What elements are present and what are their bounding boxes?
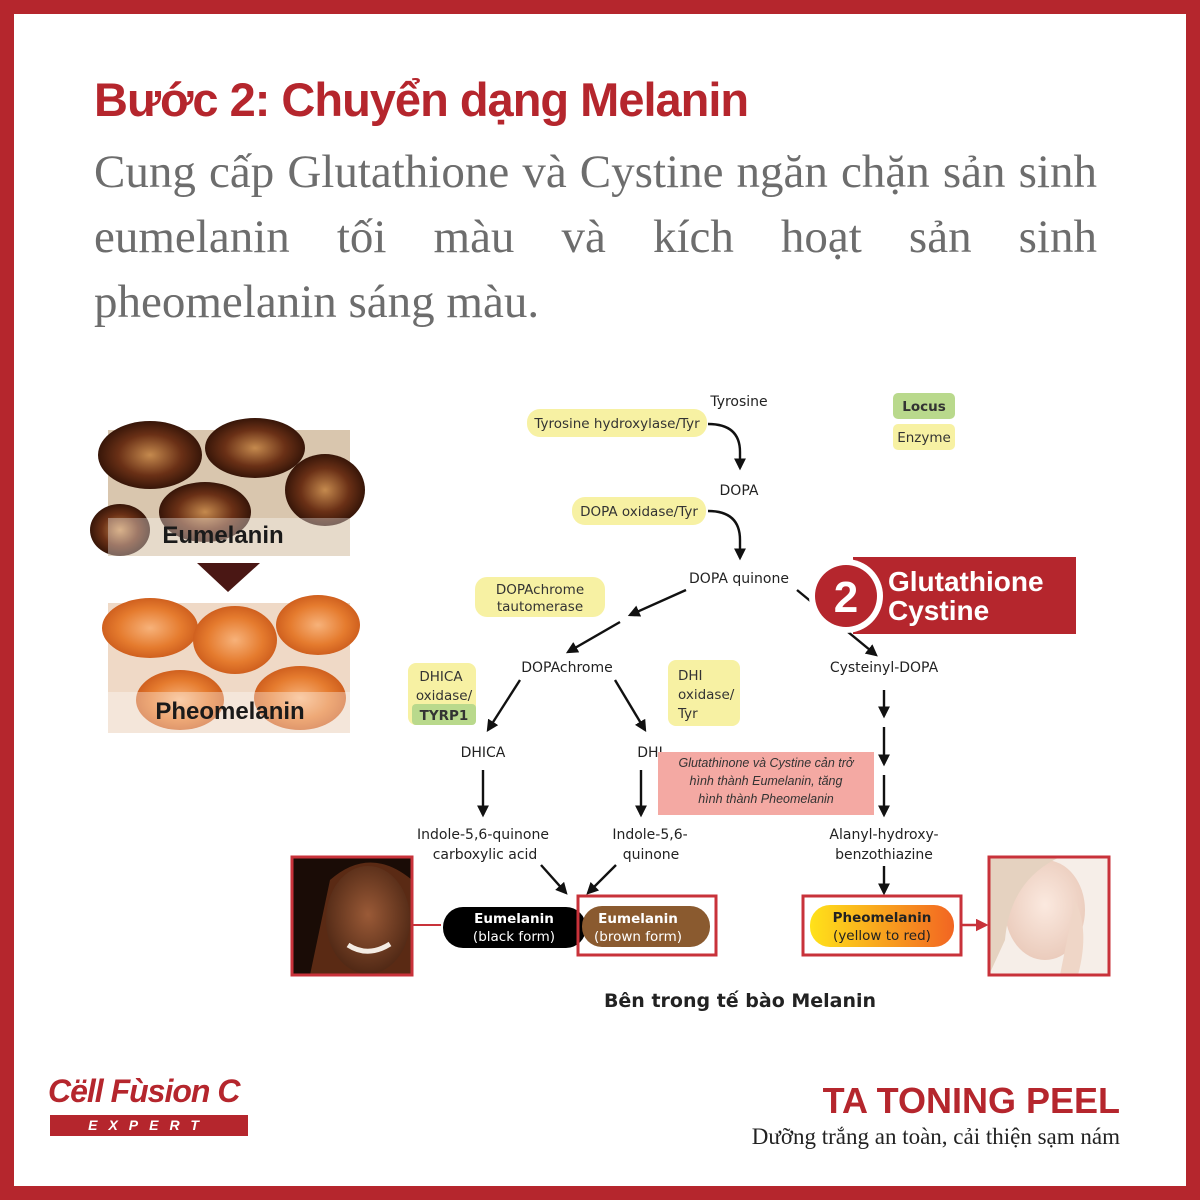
eumelanin-photo-label: Eumelanin — [162, 522, 283, 549]
node-dhica: DHICA — [461, 745, 506, 761]
product-name: TA TONING PEEL — [822, 1080, 1120, 1121]
locus-tyrp1-pill — [412, 704, 476, 725]
brand-logo: Cëll Fùsion C — [48, 1073, 240, 1109]
page-description: Cung cấp Glutathione và Cystine ngăn chặ… — [94, 146, 1097, 328]
enzyme-dopa-oxidase-pill — [572, 497, 706, 525]
node-cysteinyl-dopa: Cysteinyl-DOPA — [830, 660, 939, 676]
enzyme-dhica-oxidase-line2: oxidase/ — [416, 688, 473, 704]
node-tyrosine: Tyrosine — [709, 394, 767, 410]
legend-enzyme-label: Enzyme — [897, 430, 951, 446]
pheomelanin-highlight — [801, 894, 963, 957]
eumelanin-brown-line2: (brown form) — [594, 929, 682, 945]
enzyme-dhi-oxidase-line2: oxidase/ — [678, 687, 735, 703]
arrow-to-dhica — [486, 679, 522, 733]
enzyme-dopachrome-tautomerase-pill — [475, 577, 605, 617]
enzyme-dopachrome-tautomerase-line1: DOPAchrome — [496, 582, 584, 598]
note-line3: hình thành Pheomelanin — [698, 792, 834, 806]
eumelanin-black-pill — [443, 907, 586, 948]
node-dopa: DOPA — [720, 483, 759, 499]
legend-locus-swatch — [893, 393, 955, 419]
enzyme-dopachrome-tautomerase-line2: tautomerase — [497, 599, 583, 615]
eumelanin-photo: Eumelanin — [90, 418, 365, 556]
arrow-to-dopa — [707, 422, 746, 471]
glutathione-cystine-callout: 2 Glutathione Cystine — [809, 557, 1076, 634]
enzyme-dhi-oxidase-line1: DHI — [678, 668, 703, 684]
node-indole-carboxylic-line2: carboxylic acid — [433, 847, 538, 863]
node-alanyl-line2: benzothiazine — [835, 847, 933, 863]
brand-logo-sub: EXPERT — [50, 1115, 248, 1136]
enzyme-dopa-oxidase: DOPA oxidase/Tyr — [580, 504, 698, 520]
node-dhi: DHI — [637, 745, 662, 761]
diagram-caption: Bên trong tế bào Melanin — [604, 989, 876, 1012]
eumelanin-brown-line1: Eumelanin — [598, 911, 678, 927]
enzyme-dhi-oxidase-pill — [668, 660, 740, 726]
arrow-indole-to-eumelanin — [540, 864, 568, 895]
enzyme-dhi-oxidase-line3: Tyr — [677, 706, 698, 722]
eumelanin-black-line1: Eumelanin — [474, 911, 554, 927]
note-line1: Glutathinone và Cystine cản trở — [678, 756, 854, 770]
eumelanin-black-line2: (black form) — [473, 929, 555, 945]
callout-step-number: 2 — [834, 573, 858, 622]
product-tagline: Dưỡng trắng an toàn, cải thiện sạm nám — [751, 1124, 1120, 1149]
down-triangle-icon — [197, 563, 260, 592]
node-indole-quinone-line2: quinone — [623, 847, 680, 863]
callout-line1: Glutathione — [888, 566, 1044, 597]
node-dopa-quinone: DOPA quinone — [689, 571, 789, 587]
pheomelanin-photo-label: Pheomelanin — [155, 698, 304, 725]
legend-enzyme-swatch — [893, 424, 955, 450]
node-indole-carboxylic-line1: Indole-5,6-quinone — [417, 827, 549, 843]
callout-line2: Cystine — [888, 595, 989, 626]
light-skin-portrait — [987, 855, 1111, 977]
page-title: Bước 2: Chuyển dạng Melanin — [94, 73, 749, 126]
enzyme-tyrosine-hydroxylase: Tyrosine hydroxylase/Tyr — [533, 416, 700, 432]
eumelanin-brown-pill — [582, 906, 710, 947]
note-box — [658, 752, 874, 815]
arrow-to-dopa-quinone — [707, 509, 746, 561]
legend-locus-label: Locus — [902, 399, 946, 415]
note-line2: hình thành Eumelanin, tăng — [690, 774, 843, 788]
pheomelanin-line1: Pheomelanin — [833, 910, 932, 926]
node-alanyl-line1: Alanyl-hydroxy- — [829, 827, 938, 843]
arrow-quinone-to-tautomerase — [627, 588, 687, 617]
dark-skin-portrait — [290, 855, 414, 977]
enzyme-tyrosine-hydroxylase-pill — [527, 409, 707, 437]
enzyme-dhica-oxidase-line1: DHICA — [419, 669, 463, 685]
arrow-quinone-to-eumelanin — [586, 864, 617, 895]
locus-tyrp1: TYRP1 — [420, 708, 469, 724]
pheomelanin-line2: (yellow to red) — [833, 928, 931, 944]
eumelanin-brown-highlight — [576, 894, 718, 957]
node-dopachrome: DOPAchrome — [521, 660, 613, 676]
arrow-to-dhi — [613, 679, 647, 733]
arrow-to-dopachrome — [565, 620, 621, 654]
node-indole-quinone-line1: Indole-5,6- — [612, 827, 687, 843]
pheomelanin-pill — [810, 905, 954, 947]
pheomelanin-photo: Pheomelanin — [102, 595, 360, 733]
